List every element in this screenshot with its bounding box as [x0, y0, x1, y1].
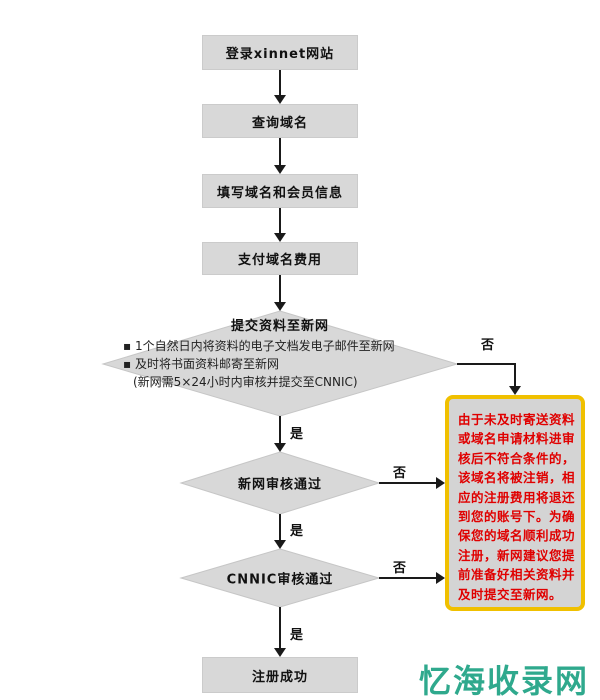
arrowhead-icon: [274, 95, 286, 104]
yes-label: 是: [290, 628, 304, 643]
arrowhead-icon: [274, 648, 286, 657]
no-label: 否: [393, 466, 407, 481]
step-box-pay-fee: 支付域名费用: [202, 242, 358, 275]
decision-submit-bullet-1: ▪ 1个自然日内将资料的电子文档发电子邮件至新网: [123, 339, 395, 353]
arrowhead-icon: [274, 233, 286, 242]
arrowhead-icon: [509, 386, 521, 395]
yes-label: 是: [290, 524, 304, 539]
yes-label: 是: [290, 427, 304, 442]
step-box-query-domain: 查询域名: [202, 104, 358, 138]
step-box-fill-info: 填写域名和会员信息: [202, 174, 358, 208]
flow-arrows: [279, 70, 516, 649]
arrowhead-icon: [274, 443, 286, 452]
decision-submit-title: 提交资料至新网: [230, 319, 330, 334]
warning-text: 由于未及时寄送资料 或域名申请材料进审 核后不符合条件的， 该域名将被注销，相 …: [458, 412, 576, 602]
arrowhead-icon: [436, 477, 445, 489]
arrowhead-icon: [274, 165, 286, 174]
watermark: 忆海收录网: [419, 662, 590, 700]
decision-xinnet-review-label: 新网审核通过: [237, 477, 323, 493]
arrowhead-icon: [436, 572, 445, 584]
step-box-login: 登录xinnet网站: [202, 35, 358, 70]
decision-submit-note: (新网需5×24小时内审核并提交至CNNIC): [133, 375, 358, 389]
arrowhead-icon: [274, 302, 286, 311]
decision-submit-bullet-2: ▪ 及时将书面资料邮寄至新网: [123, 357, 279, 371]
arrow-submit-no-branch: [457, 363, 516, 387]
decision-cnnic-review-label: CNNIC审核通过: [226, 572, 334, 588]
step-box-register-success: 注册成功: [202, 657, 358, 693]
warning-box: 由于未及时寄送资料 或域名申请材料进审 核后不符合条件的， 该域名将被注销，相 …: [445, 395, 585, 611]
no-label: 否: [393, 561, 407, 576]
arrowheads: [274, 95, 521, 657]
no-label: 否: [481, 338, 495, 353]
arrowhead-icon: [274, 540, 286, 549]
